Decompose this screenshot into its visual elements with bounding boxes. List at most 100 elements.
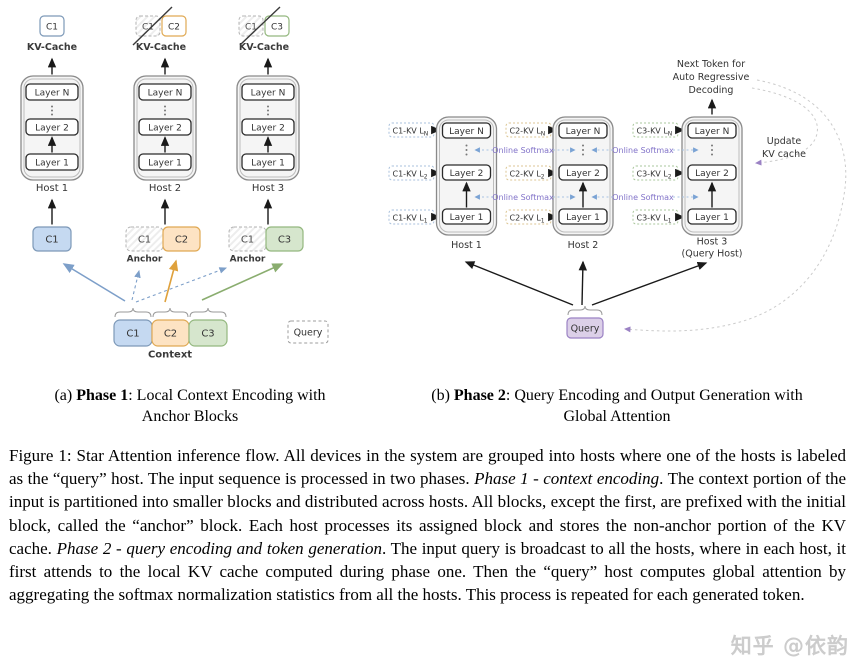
subcaption-b-prefix: (b)	[431, 387, 454, 404]
p2-h3-layer1-label: Layer 1	[695, 213, 729, 223]
p1-host3-layer2-label: Layer 2	[251, 124, 285, 134]
p2-h1-layer2-label: Layer 2	[450, 169, 484, 179]
p2-h2-kv-LN-label: C2-KV LN	[510, 127, 546, 138]
p2-h3-layer2	[687, 164, 737, 181]
p1-host2-kvcache-block	[161, 15, 187, 37]
next-token-line2: Auto Regressive	[673, 72, 750, 83]
p1-host1-layer2	[25, 118, 79, 136]
c1-to-host2-anchor-arrow	[131, 269, 141, 301]
p1-host3-layerN-label: Layer N	[251, 89, 286, 99]
p1-distribution-arrows	[62, 259, 284, 303]
p2-query: Query	[464, 260, 708, 339]
p1-host1-kvcache-block	[39, 15, 65, 37]
p1-host3-layer1-label: Layer 1	[251, 159, 285, 169]
p2-query-box	[566, 317, 604, 339]
brace-icon	[189, 307, 227, 318]
p1-host2-layerN-label: Layer N	[148, 89, 183, 99]
p2-h1-layer1	[441, 208, 492, 225]
figure-caption: Figure 1: Star Attention inference flow.…	[9, 444, 846, 606]
p2-h1-layer2	[441, 164, 492, 181]
query-to-host1-arrow	[464, 261, 574, 306]
query-to-host2-arrow	[578, 260, 588, 306]
p1-host1-layer1-label: Layer 1	[35, 159, 69, 169]
p1-host2-layer2-label: Layer 2	[148, 124, 182, 134]
p1-host1-layer1	[25, 153, 79, 171]
p2-h2-layer2-label: Layer 2	[566, 169, 600, 179]
p2-h2-layerN-label: Layer N	[566, 127, 601, 137]
online-softmax-label: Online Softmax	[492, 146, 554, 155]
p2-h3-kv-LN-label: C3-KV LN	[637, 127, 673, 138]
p1-host1-input-block	[32, 226, 72, 252]
next-token-to-query-curve	[624, 79, 847, 333]
p1-host3-kvcache-anchor-label: C1	[245, 23, 257, 33]
query-to-host3-arrow	[591, 261, 708, 306]
p2-h1-layer1-label: Layer 1	[450, 213, 484, 223]
p1-host1-label: Host 1	[36, 183, 68, 194]
p1-host2-container-inner	[136, 78, 194, 178]
caption-seg1: Figure 1: Star Attention inference flow.…	[9, 446, 846, 489]
caption-phase1-italic: Phase 1 - context encoding	[474, 469, 660, 489]
p2-h2-kv-L1-label: C2-KV L1	[510, 214, 545, 225]
p2-h2-kv-L2-box	[505, 165, 552, 181]
p2-host3-sublabel: (Query Host)	[682, 249, 743, 260]
p2-h2-layer2	[558, 164, 608, 181]
next-token-line1: Next Token for	[677, 59, 745, 70]
p2-h1-layerN	[441, 122, 492, 139]
p1-host1-layerN	[25, 83, 79, 101]
p2-h3-kv-L2-label: C3-KV L2	[637, 170, 672, 181]
next-token-line3: Decoding	[689, 85, 734, 96]
update-kv-line2: KV cache	[762, 149, 806, 160]
p2-query-label: Query	[571, 324, 600, 335]
p1-host2-kvcache-anchor-block	[135, 15, 161, 37]
p2-h1-kv-L1-label: C1-KV L1	[393, 214, 428, 225]
p2-h3-kv-LN-box	[632, 122, 679, 138]
p1-host3-layerN	[241, 83, 295, 101]
p1-host2-anchor-block-label: C1	[138, 235, 151, 246]
p1-host2-kvcache-anchor-label: C1	[142, 23, 154, 33]
p2-next-token: Next Token for Auto Regressive Decoding	[673, 59, 750, 115]
p2-online-softmax: Online Softmax Online Softmax Online Sof…	[474, 146, 699, 202]
p1-query-label: Query	[294, 328, 323, 339]
online-softmax-label: Online Softmax	[612, 193, 674, 202]
context-c2-label: C2	[164, 329, 177, 340]
dots-icon	[582, 144, 584, 147]
p2-h2-kv-L1-box	[505, 209, 552, 225]
caption-phase2-italic: Phase 2 - query encoding and token gener…	[56, 538, 382, 558]
p2-h1-kv-L1-box	[388, 209, 435, 225]
c2-to-host2-arrow	[164, 259, 179, 303]
strikethrough-icon	[132, 6, 173, 46]
p2-h2-layer1-label: Layer 1	[566, 213, 600, 223]
p1-query-box	[287, 320, 329, 344]
p2-host1-container-inner	[439, 119, 494, 233]
online-softmax-label: Online Softmax	[492, 193, 554, 202]
p2-h3-layerN-label: Layer N	[695, 127, 730, 137]
p1-host3-kvcache-anchor-block	[238, 15, 264, 37]
p1-host3-layer1	[241, 153, 295, 171]
p1-host1-layer2-label: Layer 2	[35, 124, 69, 134]
dots-icon	[267, 105, 269, 108]
update-kv-line1: Update	[767, 136, 802, 147]
subcaption-a-prefix: (a)	[54, 387, 77, 404]
p2-h3-kv-L1-label: C3-KV L1	[637, 214, 672, 225]
context-label: Context	[148, 350, 192, 361]
c1-to-host1-arrow	[62, 263, 126, 302]
p1-host1-kvcache-label: KV-Cache	[27, 42, 77, 53]
p2-host2: C2-KV LN C2-KV L2 C2-KV L1 Layer N Layer…	[505, 116, 614, 251]
subcaption-a-phase: Phase 1	[76, 387, 129, 404]
online-softmax-label: Online Softmax	[612, 146, 674, 155]
p2-h3-kv-L2-box	[632, 165, 679, 181]
p1-host2-input-label: C2	[175, 235, 188, 246]
p1-host2-layer2	[138, 118, 192, 136]
p1-host1-layerN-label: Layer N	[35, 89, 70, 99]
p1-host1-kvcache-block-label: C1	[46, 23, 58, 33]
p1-host2-layer1	[138, 153, 192, 171]
c3-to-host3-arrow	[201, 263, 284, 301]
dots-icon	[711, 144, 713, 147]
brace-icon	[114, 307, 152, 318]
p1-host2-label: Host 2	[149, 183, 181, 194]
context-c1-label: C1	[126, 329, 139, 340]
p2-h1-kv-LN-label: C1-KV LN	[393, 127, 429, 138]
p1-host2-kvcache-label: KV-Cache	[136, 42, 186, 53]
p1-host3-kvcache-block-label: C3	[271, 23, 283, 33]
p2-h2-layerN	[558, 122, 608, 139]
